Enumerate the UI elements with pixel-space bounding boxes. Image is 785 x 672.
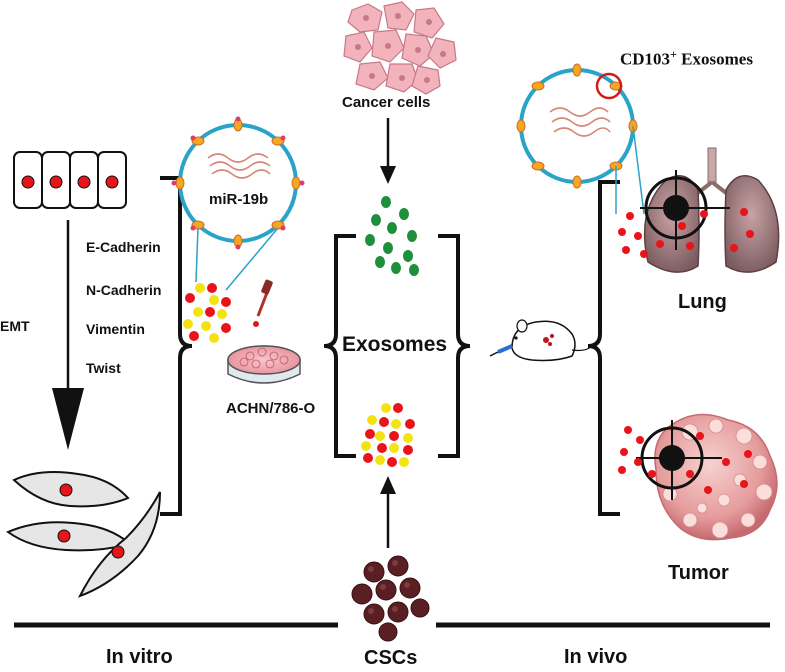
- label-emt: EMT: [0, 318, 30, 334]
- tumor-exosomes: [618, 426, 752, 494]
- epithelial-cells: [13, 151, 127, 209]
- arrowhead-cancer: [380, 166, 396, 184]
- label-cd103: CD103: [620, 49, 671, 69]
- arrowhead-cscs: [380, 476, 396, 494]
- cd103-highlight-circle: [595, 72, 623, 100]
- cd103-exosome: [516, 63, 638, 189]
- pipette: [253, 279, 273, 327]
- left-exosome-mix: [183, 283, 231, 343]
- csc-exosomes: [361, 403, 415, 467]
- label-cell-line: ACHN/786-O: [226, 400, 316, 417]
- tumor-illustration: [654, 413, 778, 541]
- label-e-cadherin: E-Cadherin: [86, 239, 161, 255]
- label-cscs: CSCs: [364, 647, 418, 669]
- label-cancer-cells: Cancer cells: [342, 94, 431, 111]
- label-vimentin: Vimentin: [86, 321, 145, 337]
- left-brace: [160, 176, 193, 516]
- cancer-cells-cluster: [343, 1, 457, 95]
- zoom-lines-left: [195, 227, 279, 291]
- zoom-lines-right: [615, 125, 645, 215]
- label-lung: Lung: [678, 291, 727, 313]
- label-cd103-exosomes: CD103+ Exosomes: [620, 48, 753, 68]
- label-in-vivo: In vivo: [564, 646, 628, 668]
- cscs-cluster: [351, 555, 430, 642]
- label-cd103-sup: +: [670, 47, 677, 61]
- tumor-target-crosshair: [636, 420, 722, 500]
- label-in-vitro: In vitro: [106, 646, 173, 668]
- lung-target-crosshair: [640, 170, 730, 250]
- right-brace: [587, 180, 620, 516]
- culture-dish: [227, 345, 301, 384]
- green-exosomes: [365, 196, 419, 276]
- lung-exosomes: [618, 208, 754, 258]
- label-mir19b: miR-19b: [209, 191, 269, 208]
- mir19b-exosome: [171, 116, 305, 250]
- label-exosomes-center: Exosomes: [342, 333, 448, 356]
- label-tumor: Tumor: [668, 562, 729, 584]
- label-twist: Twist: [86, 360, 121, 376]
- center-right-brace: [438, 234, 471, 458]
- mesenchymal-cells: [6, 471, 161, 598]
- label-n-cadherin: N-Cadherin: [86, 282, 162, 298]
- emt-arrowhead: [52, 388, 84, 450]
- center-left-brace: [323, 234, 356, 458]
- label-cd103-exosomes-word: Exosomes: [681, 49, 753, 69]
- mouse-with-syringe: [489, 319, 593, 362]
